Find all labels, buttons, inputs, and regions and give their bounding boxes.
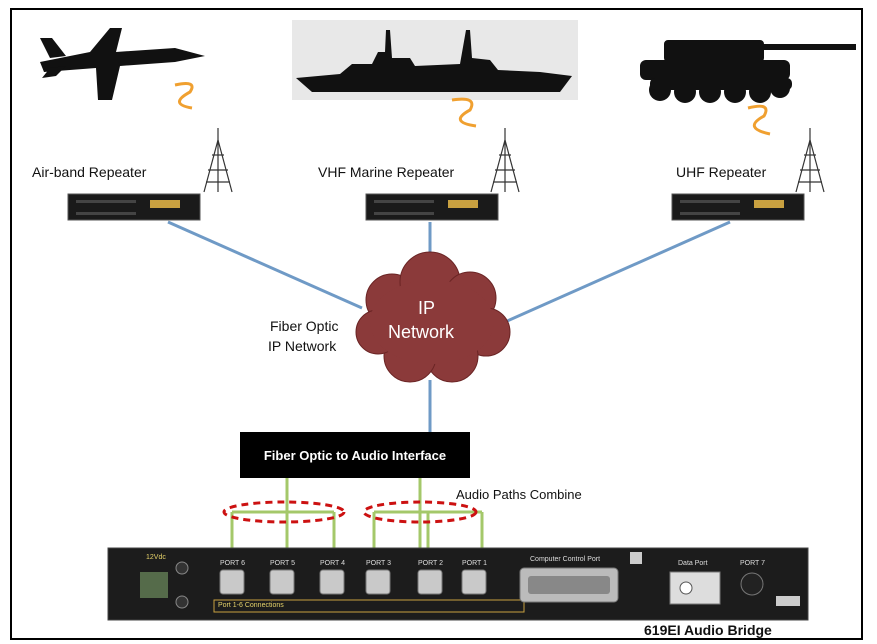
ip-network-label: IP Network xyxy=(268,338,337,354)
fiber-optic-label: Fiber Optic xyxy=(270,318,339,334)
ip-network-cloud xyxy=(355,251,511,383)
antenna-tower-icon xyxy=(203,128,233,193)
port2-label: PORT 2 xyxy=(418,560,444,567)
antenna-tower-icon xyxy=(490,128,520,193)
fiber-audio-interface-box: Fiber Optic to Audio Interface xyxy=(240,432,470,478)
signal-squiggle-icon xyxy=(174,82,194,110)
antenna-tower-icon xyxy=(795,128,825,193)
port1-label: PORT 1 xyxy=(462,560,488,567)
tank-icon xyxy=(640,40,856,103)
data-port-label: Data Port xyxy=(678,560,708,567)
port4-label: PORT 4 xyxy=(320,560,346,567)
signal-squiggle-icon xyxy=(747,104,771,136)
warship-icon xyxy=(292,20,578,100)
repeater-unit-uhf xyxy=(671,193,805,221)
port7-jack xyxy=(740,572,764,596)
audio-path-lines xyxy=(230,478,484,552)
signal-squiggle-icon xyxy=(451,97,477,128)
port6-label: PORT 6 xyxy=(220,560,246,567)
port4-jack xyxy=(319,569,345,595)
cloud-ip-label: IP xyxy=(418,298,436,318)
combine-ellipse-left xyxy=(222,500,346,524)
rj45-ports xyxy=(219,569,487,595)
port1-jack xyxy=(461,569,487,595)
vhf-marine-repeater-label: VHF Marine Repeater xyxy=(318,164,455,180)
fiber-audio-interface-label: Fiber Optic to Audio Interface xyxy=(263,447,447,463)
connections-label: Port 1-6 Connections xyxy=(218,602,284,609)
power-connector xyxy=(140,572,168,598)
air-band-repeater-label: Air-band Repeater xyxy=(32,164,147,180)
combine-ellipse-right xyxy=(362,500,478,524)
port7-label: PORT 7 xyxy=(740,560,766,567)
repeater-unit-vhf xyxy=(365,193,499,221)
link-air xyxy=(167,220,363,310)
power-label: 12Vdc xyxy=(146,554,166,561)
audio-bridge-device xyxy=(107,547,809,621)
port3-label: PORT 3 xyxy=(366,560,392,567)
port6-jack xyxy=(219,569,245,595)
computer-port-label: Computer Control Port xyxy=(530,556,601,563)
audio-paths-combine-label: Audio Paths Combine xyxy=(456,487,582,502)
link-uhf xyxy=(504,220,731,324)
repeater-unit-air xyxy=(67,193,201,221)
audio-bridge-label: 619EI Audio Bridge xyxy=(644,622,772,638)
port5-jack xyxy=(269,569,295,595)
port3-jack xyxy=(365,569,391,595)
port2-jack xyxy=(417,569,443,595)
fighter-jet-icon xyxy=(40,28,205,100)
uhf-repeater-label: UHF Repeater xyxy=(676,164,767,180)
data-port xyxy=(669,571,721,605)
port5-label: PORT 5 xyxy=(270,560,296,567)
cloud-network-label: Network xyxy=(388,322,455,342)
